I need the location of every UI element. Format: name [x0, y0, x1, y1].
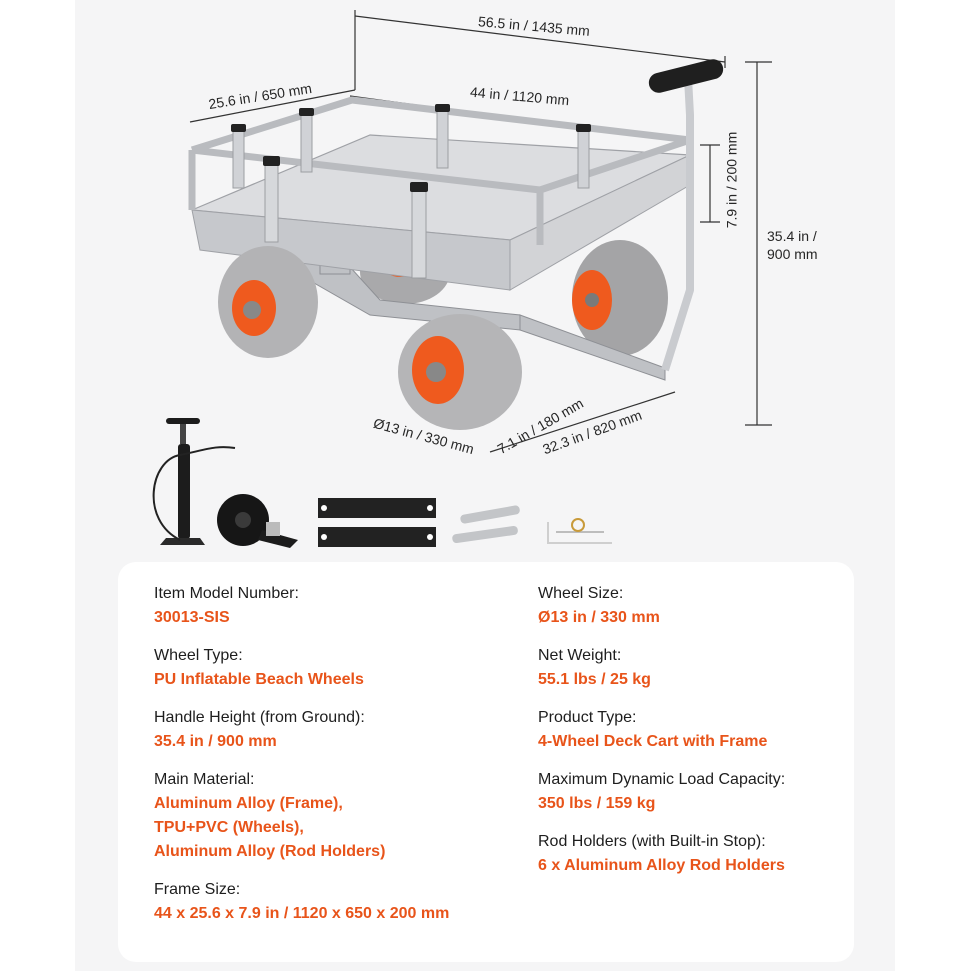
spec-label: Handle Height (from Ground):: [154, 709, 365, 726]
spec-label: Item Model Number:: [154, 585, 299, 602]
brackets-icon: [318, 498, 436, 547]
spec-label: Product Type:: [538, 709, 637, 726]
spec-main-material: Main Material: Aluminum Alloy (Frame), T…: [154, 768, 514, 864]
spec-value: 30013-SIS: [154, 609, 230, 626]
spec-value: 44 x 25.6 x 7.9 in / 1120 x 650 x 200 mm: [154, 905, 450, 922]
spec-label: Main Material:: [154, 771, 255, 788]
dim-handle-height-1: 35.4 in /: [767, 228, 817, 244]
spec-card: Item Model Number: 30013-SIS Wheel Type:…: [118, 562, 854, 962]
wheel-front-right: [398, 314, 522, 430]
dim-handle-height-2: 900 mm: [767, 246, 818, 262]
spec-value: 55.1 lbs / 25 kg: [538, 671, 651, 688]
spec-label: Wheel Type:: [154, 647, 243, 664]
spec-column-left: Item Model Number: 30013-SIS Wheel Type:…: [154, 582, 514, 940]
dim-rail-height: 7.9 in / 200 mm: [723, 131, 740, 229]
hex-keys-icon: [547, 518, 612, 544]
rod-holders: [231, 104, 591, 279]
spec-value: PU Inflatable Beach Wheels: [154, 671, 364, 688]
wrench-icon: [452, 505, 520, 544]
spec-value: 35.4 in / 900 mm: [154, 733, 277, 750]
dimension-lines: [189, 10, 772, 453]
cart-illustration: [152, 10, 772, 548]
spec-value: 4-Wheel Deck Cart with Frame: [538, 733, 768, 750]
air-pump-icon: [152, 418, 236, 545]
spec-value: Ø13 in / 330 mm: [538, 609, 660, 626]
spec-model-number: Item Model Number: 30013-SIS: [154, 582, 514, 630]
spec-value: Aluminum Alloy (Frame),: [154, 795, 343, 812]
spec-value: Aluminum Alloy (Rod Holders): [154, 843, 386, 860]
spec-net-weight: Net Weight: 55.1 lbs / 25 kg: [538, 644, 848, 692]
spec-label: Frame Size:: [154, 881, 241, 898]
spec-wheel-size: Wheel Size: Ø13 in / 330 mm: [538, 582, 848, 630]
spec-value: 6 x Aluminum Alloy Rod Holders: [538, 857, 785, 874]
spec-rod-holders: Rod Holders (with Built-in Stop): 6 x Al…: [538, 830, 848, 878]
cart-handle: [648, 59, 724, 372]
spec-label: Wheel Size:: [538, 585, 624, 602]
spec-product-type: Product Type: 4-Wheel Deck Cart with Fra…: [538, 706, 848, 754]
spec-frame-size: Frame Size: 44 x 25.6 x 7.9 in / 1120 x …: [154, 878, 514, 926]
spec-label: Net Weight:: [538, 647, 622, 664]
spec-handle-height: Handle Height (from Ground): 35.4 in / 9…: [154, 706, 514, 754]
spec-load-capacity: Maximum Dynamic Load Capacity: 350 lbs /…: [538, 768, 848, 816]
spec-label: Rod Holders (with Built-in Stop):: [538, 833, 766, 850]
spec-wheel-type: Wheel Type: PU Inflatable Beach Wheels: [154, 644, 514, 692]
spec-label: Maximum Dynamic Load Capacity:: [538, 771, 786, 788]
spec-value: TPU+PVC (Wheels),: [154, 819, 304, 836]
spec-value: 350 lbs / 159 kg: [538, 795, 656, 812]
spec-column-right: Wheel Size: Ø13 in / 330 mm Net Weight: …: [538, 582, 848, 892]
wheel-front-left: [218, 246, 318, 358]
strap-icon: [217, 494, 298, 548]
wheel-back-right: [572, 240, 668, 356]
